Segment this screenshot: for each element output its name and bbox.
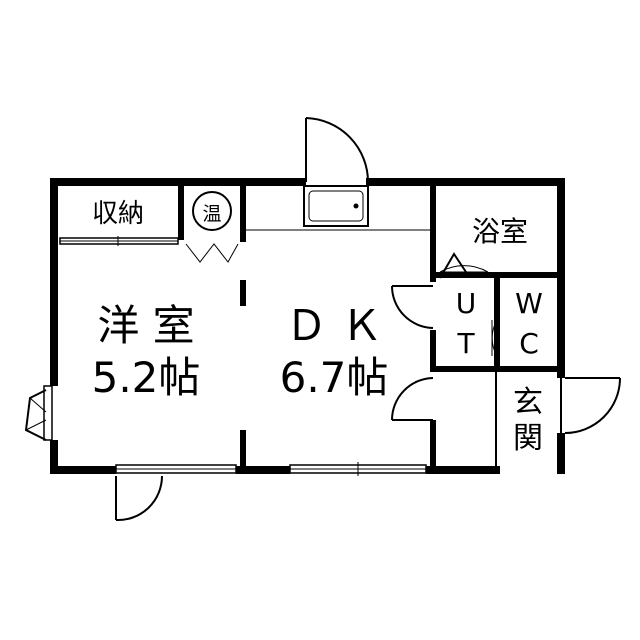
wall-entrance-left <box>430 420 436 474</box>
wall-bath-bottom <box>430 272 565 278</box>
western-room-size: 5.2帖 <box>92 353 201 402</box>
wall-right-corner <box>557 433 565 474</box>
ut-label-line2: T <box>456 327 475 360</box>
door-ut <box>391 285 434 329</box>
door-dk-entrance <box>391 377 434 421</box>
wall-bottom-left <box>50 466 116 474</box>
door-bathroom <box>439 252 489 279</box>
ut-label-line1: U <box>456 287 477 320</box>
storage-label: 収納 <box>92 199 144 229</box>
bathroom-label: 浴室 <box>472 215 528 248</box>
water-heater-label: 温 <box>202 203 221 225</box>
wall-storage-right <box>178 178 184 240</box>
water-heater-icon <box>192 191 232 231</box>
wall-top-right <box>366 178 565 186</box>
door-western-room <box>115 475 164 522</box>
kitchen-sink <box>246 185 430 231</box>
entrance-label-line1: 玄 <box>513 385 543 420</box>
wall-bath-left <box>430 178 436 282</box>
door-top-kitchen <box>305 117 369 183</box>
door-storage-bifold <box>185 243 239 263</box>
wall-ut-left <box>430 330 436 372</box>
wall-left-lower <box>50 440 58 474</box>
western-room-name: 洋 室 <box>97 301 194 350</box>
dk-name: Ｄ Ｋ <box>285 301 382 350</box>
dk-size: 6.7帖 <box>280 353 389 402</box>
wall-dk-left-lower <box>240 430 246 474</box>
wc-label-line1: W <box>515 287 543 320</box>
entrance-label-line2: 関 <box>513 421 543 456</box>
window-western-room <box>115 464 237 474</box>
window-dk <box>289 462 427 476</box>
wall-dk-left-mid <box>240 280 246 306</box>
wc-label-line2: C <box>519 327 539 360</box>
wall-bottom-mid <box>236 466 290 474</box>
sliding-closet-door <box>59 236 179 246</box>
interior-walls <box>178 178 565 474</box>
wall-wc-left <box>494 278 500 372</box>
wall-dk-left-upper <box>240 178 246 242</box>
door-front <box>560 377 621 434</box>
wall-left-upper <box>50 178 58 386</box>
bay-window-left <box>24 385 53 441</box>
wall-bottom-right <box>426 466 500 474</box>
door-wc <box>491 319 498 357</box>
